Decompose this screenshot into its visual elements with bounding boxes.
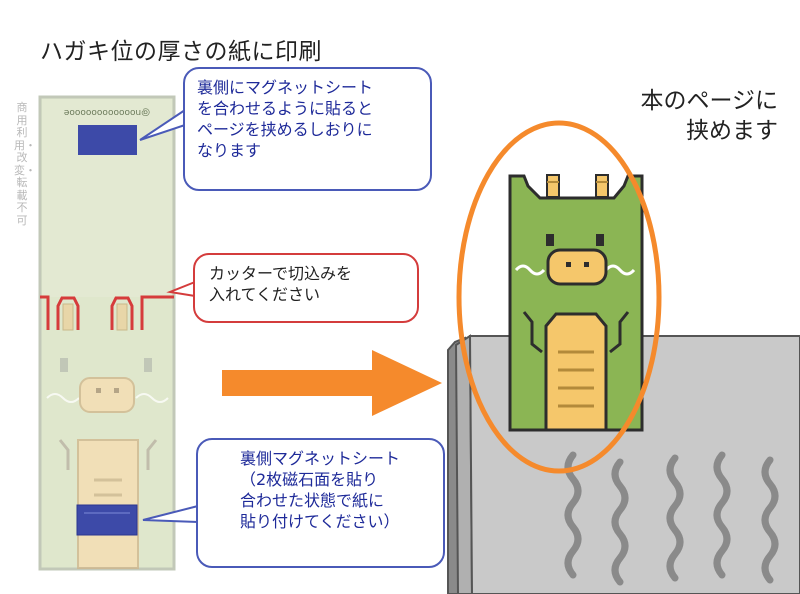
- callout-line: 裏側にマグネットシート: [197, 78, 374, 97]
- page-title: ハガキ位の厚さの紙に印刷: [40, 39, 322, 65]
- callout-top-pointer: [139, 109, 186, 141]
- callout-cut-pointer: [166, 281, 196, 297]
- book-page-label: 本のページに 挟めます: [588, 86, 778, 146]
- callout-line: なります: [197, 141, 262, 160]
- cut-lines: [40, 295, 174, 330]
- callout-line: 貼り付けてください）: [240, 512, 400, 531]
- card-watermark: @nooooooooooooe: [63, 107, 150, 117]
- callout-line: （2枚磁石面を貼り: [240, 470, 379, 489]
- callout-line: 合わせた状態で紙に: [240, 491, 385, 510]
- callout-magnet-sheet: 裏側にマグネットシート を合わせるように貼ると ページを挟めるしおりに なります: [183, 67, 432, 191]
- printed-card: @nooooooooooooe: [38, 95, 176, 571]
- usage-notice: 商用利用・改変・転載不可: [14, 101, 36, 227]
- magnet-bottom: [76, 504, 138, 536]
- arrow-right: [222, 350, 442, 416]
- callout-line: を合わせるように貼ると: [197, 99, 374, 118]
- callout-line: 入れてください: [209, 285, 321, 304]
- callout-line: 裏側マグネットシート: [240, 449, 401, 468]
- dragon-bookmark: [508, 174, 644, 432]
- callout-cut-instruction: カッターで切込みを 入れてください: [193, 253, 419, 323]
- callout-line: ページを挟めるしおりに: [197, 120, 373, 139]
- page-label-line: 本のページに: [640, 88, 778, 114]
- highlight-ellipse: [456, 120, 662, 474]
- card-dragon-faded: [46, 358, 169, 569]
- callout-bottom-pointer: [142, 505, 199, 523]
- callout-line: カッターで切込みを: [209, 264, 353, 283]
- magnet-top: [78, 125, 137, 155]
- callout-magnet-back: 裏側マグネットシート （2枚磁石面を貼り 合わせた状態で紙に 貼り付けてください…: [196, 438, 445, 568]
- page-label-line: 挟めます: [686, 118, 778, 144]
